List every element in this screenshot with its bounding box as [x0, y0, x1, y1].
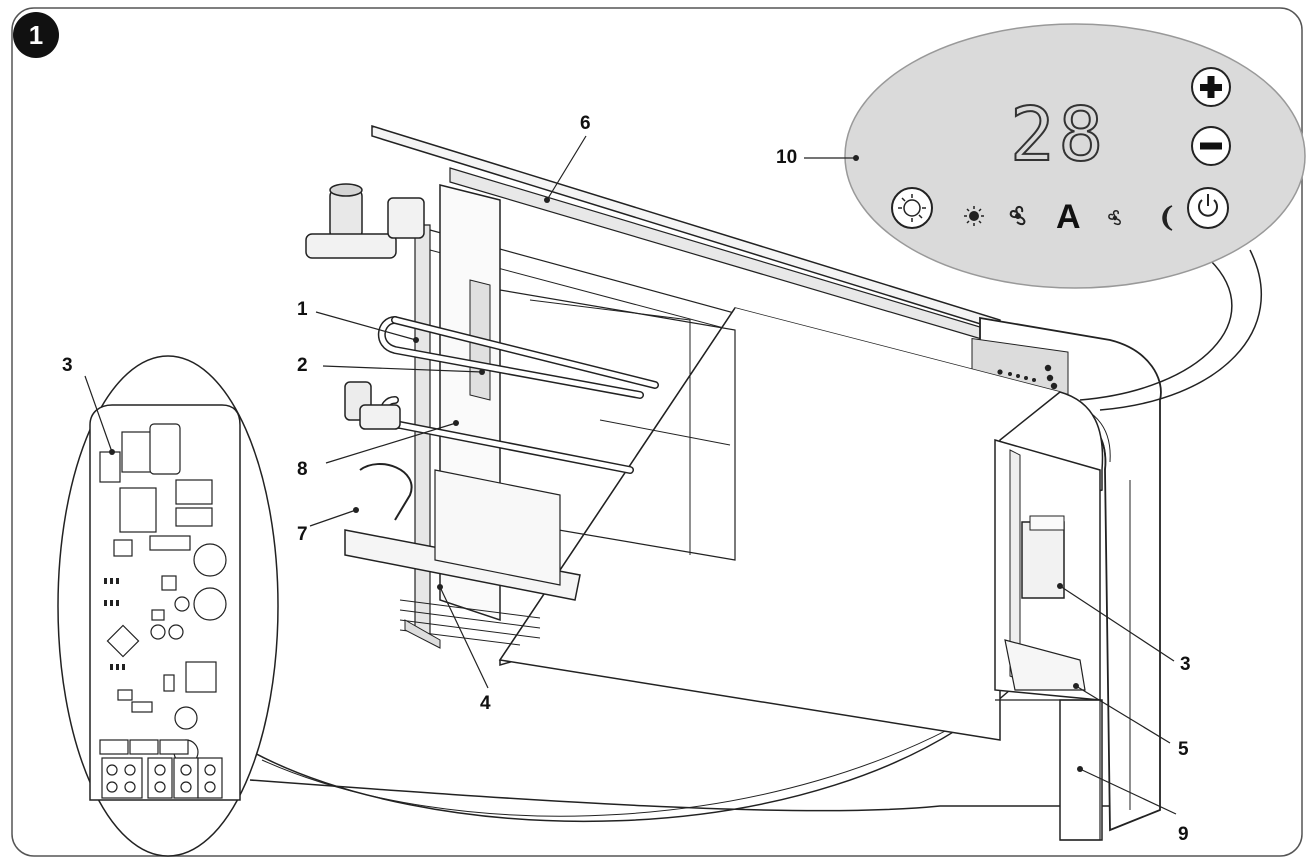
- callout-5: 5: [1178, 739, 1189, 760]
- front-cover-panel-lower: [498, 307, 1061, 741]
- side-bracket: [1004, 639, 1086, 691]
- plus-icon[interactable]: [1191, 67, 1231, 107]
- back-frame-3: [599, 419, 731, 446]
- sun-icon: [964, 206, 984, 226]
- pcb-components: [99, 423, 227, 765]
- leader-dots: [109, 155, 1083, 772]
- temperature-display: 28: [1009, 92, 1108, 178]
- pcb-small-parts: [104, 578, 125, 670]
- back-frame: [499, 289, 736, 561]
- zoom-arc-pcb: [239, 689, 1011, 823]
- moon-icon: [1162, 205, 1173, 231]
- power-icon[interactable]: [1187, 187, 1229, 229]
- valve-lower: [344, 381, 401, 430]
- fan-grille: [399, 599, 541, 646]
- lower-door-outline: [995, 699, 1101, 841]
- callout-10: 10: [776, 147, 798, 168]
- pipe-upper-2-fill: [392, 317, 658, 388]
- electrical-box-top: [1029, 515, 1065, 531]
- callout-3-pcb: 3: [62, 355, 73, 376]
- electrical-box: [1021, 521, 1065, 599]
- callout-9: 9: [1178, 824, 1189, 845]
- display-zoom-ellipse: [844, 23, 1306, 289]
- callout-4: 4: [480, 693, 491, 714]
- zoom-arc-pcb-inner: [261, 699, 1001, 817]
- minus-icon[interactable]: [1191, 126, 1231, 166]
- control-strip-leds: [997, 364, 1058, 390]
- valve-upper: [305, 183, 425, 259]
- drip-tray-hose: [359, 463, 413, 521]
- callout-8: 8: [297, 459, 308, 480]
- display-zoom-tail-2: [1099, 249, 1262, 411]
- heat-cool-mode-icon[interactable]: [891, 187, 933, 229]
- callout-3-box: 3: [1180, 654, 1191, 675]
- fan-small-icon: [1108, 210, 1121, 226]
- callout-2: 2: [297, 355, 308, 376]
- auto-mode-label: A: [1056, 198, 1081, 236]
- pcb-terminals: [101, 757, 223, 799]
- callout-1: 1: [297, 299, 308, 320]
- fan-icon: [1009, 206, 1026, 226]
- callout-6: 6: [580, 113, 591, 134]
- unit-base-outline: [249, 779, 1150, 812]
- callout-7: 7: [297, 524, 308, 545]
- leader-lines: [84, 135, 1177, 815]
- back-frame-2: [529, 299, 691, 555]
- pipe-upper-fill: [379, 317, 643, 398]
- display-zoom-tail: [1079, 259, 1233, 401]
- fan-housing: [434, 469, 561, 586]
- frame-bottom: [404, 619, 441, 649]
- figure-number-badge: 1: [13, 12, 59, 58]
